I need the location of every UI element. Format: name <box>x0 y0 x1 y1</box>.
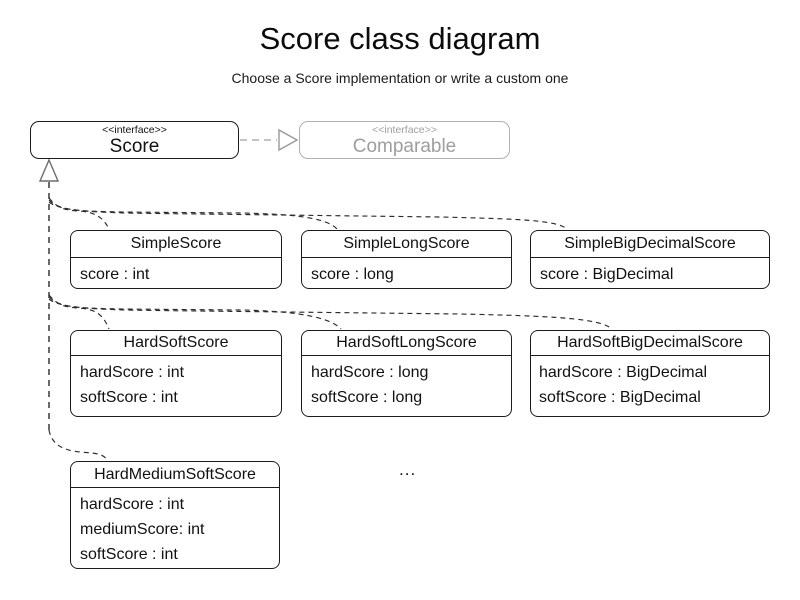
class-title: SimpleScore <box>71 231 281 258</box>
class-title: HardSoftLongScore <box>302 331 511 356</box>
branch-simplelongscore <box>48 199 338 230</box>
branch-hardmediumsoftscore <box>48 429 109 462</box>
class-attribute: softScore : int <box>80 389 178 406</box>
branch-hardsoftscore <box>48 294 110 330</box>
class-attribute: hardScore : int <box>80 496 185 513</box>
more-implementations-ellipsis: ... <box>399 460 417 479</box>
class-title: HardMediumSoftScore <box>71 462 279 488</box>
class-simplelongscore: SimpleLongScore score : long <box>301 230 512 289</box>
realization-branches <box>48 197 613 462</box>
inheritance-arrowhead-icon <box>38 158 60 182</box>
interface-score: <<interface>> Score <box>30 121 239 159</box>
page-subtitle: Choose a Score implementation or write a… <box>231 70 569 86</box>
branch-hardsoftlongscore <box>48 296 342 330</box>
class-attribute: mediumScore: int <box>80 521 205 538</box>
interface-score-stereotype: <<interface>> <box>102 124 167 136</box>
class-attribute: score : BigDecimal <box>540 266 674 283</box>
class-attribute: hardScore : BigDecimal <box>539 364 708 381</box>
class-title: SimpleLongScore <box>302 231 511 258</box>
class-attribute: softScore : BigDecimal <box>539 389 701 406</box>
class-title: HardSoftBigDecimalScore <box>531 331 769 356</box>
class-simplescore: SimpleScore score : int <box>70 230 282 289</box>
class-attribute: hardScore : long <box>311 364 429 381</box>
class-hardsoftlongscore: HardSoftLongScore hardScore : long softS… <box>301 330 512 417</box>
class-hardsoftbigdecimalscore: HardSoftBigDecimalScore hardScore : BigD… <box>530 330 770 417</box>
class-attribute: hardScore : int <box>80 364 185 381</box>
interface-comparable-stereotype: <<interface>> <box>372 124 437 136</box>
class-hardmediumsoftscore: HardMediumSoftScore hardScore : int medi… <box>70 461 280 569</box>
page-title: Score class diagram <box>259 21 541 56</box>
class-attribute: score : long <box>311 266 394 283</box>
class-title: SimpleBigDecimalScore <box>531 231 769 258</box>
class-title: HardSoftScore <box>71 331 281 356</box>
class-attribute: softScore : int <box>80 546 178 563</box>
branch-hardsoftbigdecimalscore <box>48 298 613 330</box>
branch-simplebigdecimalscore <box>48 201 568 230</box>
class-attribute: softScore : long <box>311 389 423 406</box>
class-hardsoftscore: HardSoftScore hardScore : int softScore … <box>70 330 282 417</box>
interface-comparable-name: Comparable <box>352 136 457 157</box>
open-arrowhead-right-icon <box>278 128 299 152</box>
branch-simplescore <box>48 197 110 230</box>
interface-comparable: <<interface>> Comparable <box>299 121 510 159</box>
class-attribute: score : int <box>80 266 150 283</box>
class-simplebigdecimalscore: SimpleBigDecimalScore score : BigDecimal <box>530 230 770 289</box>
interface-score-name: Score <box>109 136 160 157</box>
